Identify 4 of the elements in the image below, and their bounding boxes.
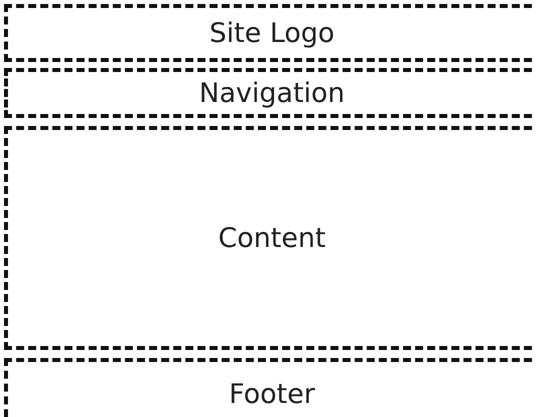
region-label: Site Logo: [209, 18, 335, 48]
region-label: Navigation: [199, 78, 345, 108]
region-label: Footer: [229, 378, 315, 410]
region-label: Content: [218, 222, 326, 254]
